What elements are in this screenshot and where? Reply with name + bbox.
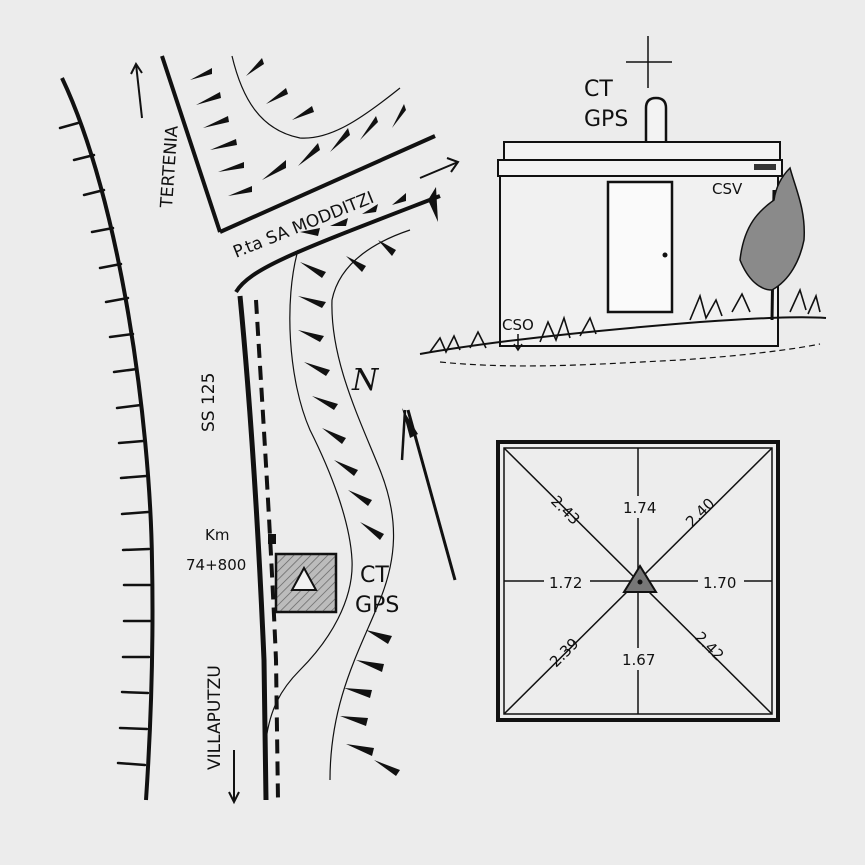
side-road-direction-arrow — [419, 157, 460, 179]
label-villaputzu: VILLAPUTZU — [205, 665, 225, 770]
grass-tufts — [429, 287, 821, 354]
building-label-gps: GPS — [584, 107, 628, 132]
label-km: Km — [205, 526, 229, 544]
building-roof — [503, 141, 781, 161]
ground-rubble — [439, 343, 821, 367]
distance-top: 1.74 — [623, 499, 656, 517]
label-ss125: SS 125 — [199, 373, 219, 432]
building-cornice — [497, 159, 783, 177]
label-station-ct: CT — [360, 563, 389, 588]
crosshair-icon — [626, 36, 672, 88]
arrow-to-tertenia — [130, 62, 143, 119]
ground-line — [419, 316, 827, 355]
main-road-outer-edge — [60, 77, 155, 801]
side-road-edge — [219, 134, 436, 234]
upper-slope-outline — [231, 55, 401, 139]
diagram-station-triangle-icon — [622, 564, 658, 593]
distance-diagram: 1.74 1.67 1.72 1.70 2.43 2.40 2.39 2.42 — [496, 440, 780, 722]
lower-slope-outline-outer — [329, 229, 411, 781]
arrow-to-villaputzu — [228, 750, 240, 805]
building-door — [606, 180, 674, 314]
label-tertenia: TERTENIA — [157, 125, 183, 210]
building-label-ct: CT — [584, 77, 613, 102]
label-north: N — [351, 363, 380, 398]
label-station-gps: GPS — [355, 593, 399, 618]
station-triangle-icon — [290, 565, 318, 591]
building-label-csv: CSV — [712, 180, 743, 198]
lower-slope-outline-inner — [265, 249, 353, 741]
cso-marker-arrow — [513, 334, 523, 352]
side-road-south-edge — [234, 194, 441, 294]
distance-bottom: 1.67 — [622, 651, 655, 669]
side-road-north-edge — [160, 55, 222, 233]
building-label-cso: CSO — [502, 316, 534, 334]
slope-wedges-upper — [190, 58, 406, 196]
location-map: TERTENIA VILLAPUTZU SS 125 P.ta SA MODDI… — [58, 55, 460, 805]
north-arrow-icon — [400, 408, 457, 581]
ss125-road-east-edge — [237, 295, 269, 801]
km-post-marker — [268, 534, 276, 544]
gps-antenna-mast — [644, 96, 668, 144]
embankment-ticks-left — [58, 121, 152, 767]
tree-icon — [739, 166, 805, 321]
building-sketch: CT GPS CSV CSO — [419, 36, 827, 367]
label-km-value: 74+800 — [186, 556, 246, 574]
slope-wedges-lower — [298, 187, 438, 776]
distance-left: 1.72 — [549, 574, 582, 592]
distance-right: 1.70 — [703, 574, 736, 592]
